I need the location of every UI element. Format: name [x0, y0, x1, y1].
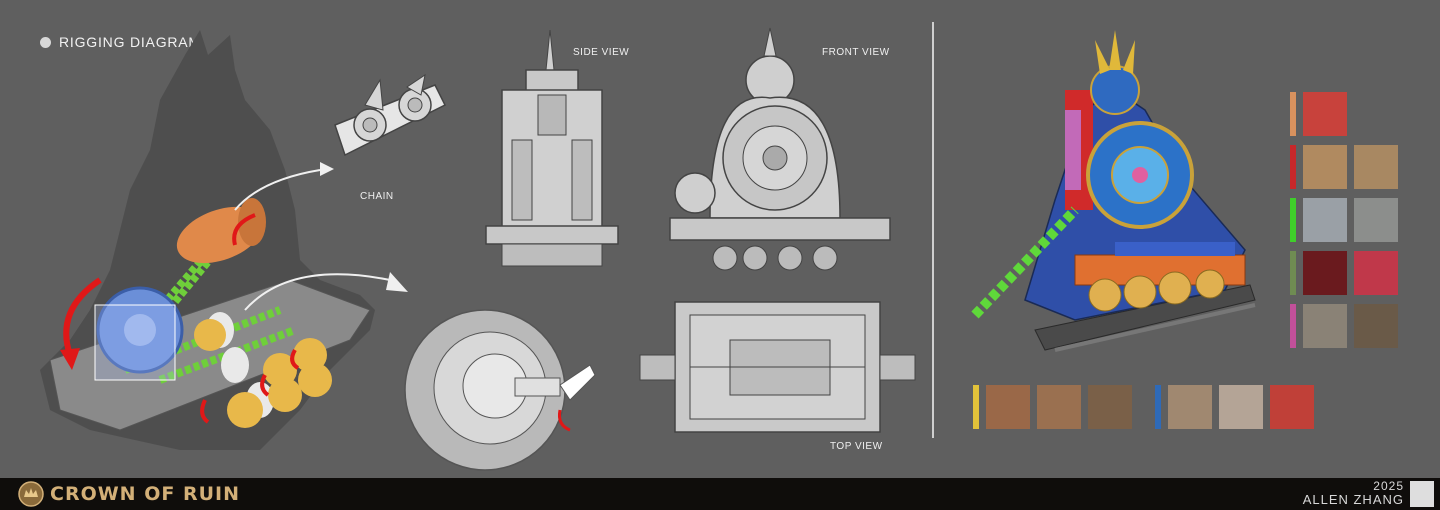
chain-label: CHAIN — [360, 191, 394, 202]
texture-swatch — [1088, 385, 1132, 429]
callout-arrow — [234, 169, 321, 211]
crown-logo-icon — [18, 481, 44, 507]
gear-closeup-sketch — [404, 309, 596, 471]
swatch-row-4 — [1290, 251, 1398, 295]
swatch-tag — [1155, 385, 1161, 429]
roller — [221, 347, 249, 383]
gear-hub — [124, 314, 156, 346]
swatch-row-5 — [1290, 304, 1398, 348]
signature-seal-icon — [1410, 481, 1434, 507]
swatch-row-bottom-2 — [1155, 385, 1314, 429]
wheel — [194, 319, 226, 351]
swatch-tag — [1290, 198, 1296, 242]
drum-end — [238, 198, 266, 246]
footer-bar: CROWN OF RUIN 2025 ALLEN ZHANG — [0, 478, 1440, 510]
rotation-arrow — [63, 277, 102, 356]
texture-swatch — [1303, 92, 1347, 136]
rendered-model — [971, 30, 1256, 352]
diagram-title-text: RIGGING DIAGRAM — [59, 34, 201, 50]
top-view-sketch — [639, 301, 916, 433]
wheel — [227, 392, 263, 428]
diagram-title: RIGGING DIAGRAM — [40, 34, 201, 50]
swatch-tag — [1290, 251, 1296, 295]
wheel — [268, 378, 302, 412]
texture-swatch — [986, 385, 1030, 429]
top-view-label: TOP VIEW — [830, 441, 883, 452]
rotation-arrow — [232, 213, 256, 246]
title-bullet-icon — [40, 36, 51, 48]
texture-swatch — [1168, 385, 1212, 429]
texture-swatch — [1303, 198, 1347, 242]
texture-swatch — [1303, 251, 1347, 295]
swatch-row-3 — [1290, 198, 1398, 242]
rotation-arrow — [290, 348, 300, 370]
swatch-tag — [1290, 304, 1296, 348]
rotation-arrow — [200, 399, 210, 424]
credit-block: 2025 ALLEN ZHANG — [1302, 479, 1404, 507]
rig-base — [49, 279, 371, 431]
chain-part-sketch — [334, 73, 447, 157]
swatch-tag — [973, 385, 979, 429]
swatch-tag — [1290, 145, 1296, 189]
callout-arrow-head — [386, 272, 408, 292]
side-view-sketch — [485, 29, 619, 267]
texture-swatch — [1354, 198, 1398, 242]
texture-swatch — [1354, 304, 1398, 348]
side-view-label: SIDE VIEW — [573, 47, 630, 58]
selection-box — [94, 304, 176, 381]
swatch-row-bottom-1 — [973, 385, 1132, 429]
texture-swatch — [1303, 145, 1347, 189]
texture-swatch — [1219, 385, 1263, 429]
rotation-arrow-head — [60, 348, 80, 370]
texture-swatch — [1354, 145, 1398, 189]
texture-swatch — [1037, 385, 1081, 429]
callout-arrow — [244, 273, 391, 311]
brand-name: CROWN OF RUIN — [50, 483, 240, 505]
swatch-row-2 — [1290, 145, 1398, 189]
wheel — [298, 363, 332, 397]
texture-swatch — [1354, 251, 1398, 295]
credit-year: 2025 — [1373, 479, 1404, 493]
front-view-sketch — [669, 27, 891, 271]
callout-arrow-head — [320, 162, 334, 176]
texture-swatch — [1270, 385, 1314, 429]
front-view-label: FRONT VIEW — [822, 47, 890, 58]
rotation-arrow — [260, 374, 270, 397]
texture-swatch — [1303, 304, 1347, 348]
credit-author: ALLEN ZHANG — [1302, 492, 1404, 507]
chain-belt — [158, 326, 297, 384]
swatch-row-1 — [1290, 92, 1347, 136]
section-divider — [932, 22, 934, 438]
rig-illustration — [40, 30, 408, 450]
swatch-tag — [1290, 92, 1296, 136]
chain-belt — [131, 232, 234, 353]
